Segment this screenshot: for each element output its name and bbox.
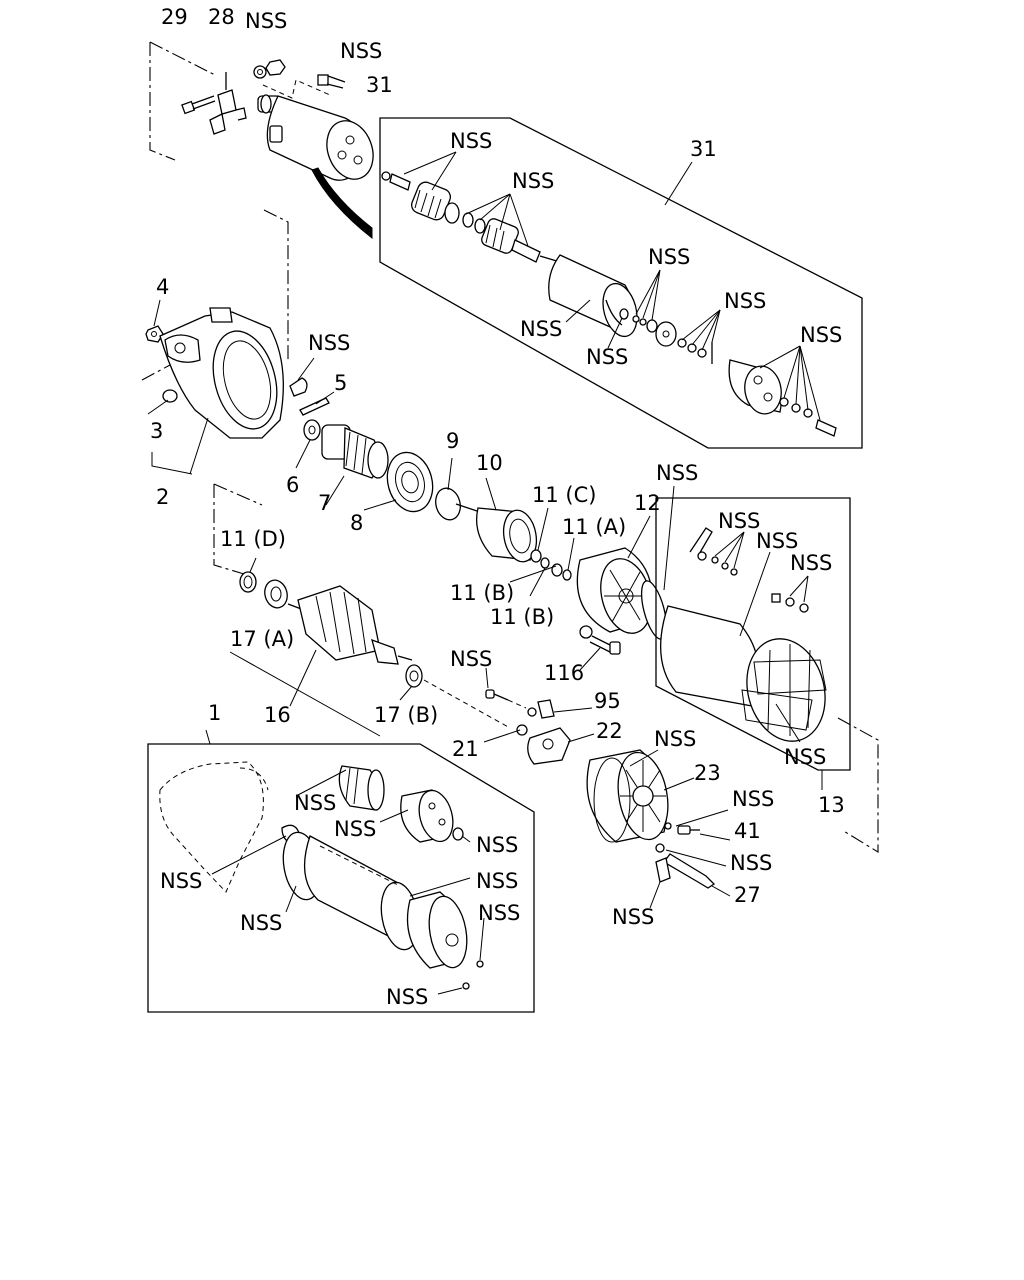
label-nss: NSS [160, 869, 202, 893]
assembly-panel-1 [147, 729, 535, 1013]
label-nss: NSS [386, 985, 428, 1009]
label-17b: 17 (B) [374, 703, 438, 727]
label-10: 10 [476, 451, 503, 475]
label-16: 16 [264, 703, 291, 727]
screws-41-27 [649, 809, 731, 909]
solenoid-31 [257, 94, 374, 181]
label-4: 4 [156, 275, 169, 299]
pinion-7 [321, 424, 389, 479]
label-95: 95 [594, 689, 621, 713]
label-23: 23 [694, 761, 721, 785]
label-nss: NSS [478, 901, 520, 925]
label-nss: NSS [245, 9, 287, 33]
label-nss: NSS [340, 39, 382, 63]
label-nss: NSS [724, 289, 766, 313]
bracket-28 [209, 72, 247, 135]
label-nss: NSS [784, 745, 826, 769]
end-cover-23 [586, 749, 695, 843]
label-12: 12 [634, 491, 661, 515]
label-11a: 11 (A) [562, 515, 626, 539]
label-nss: NSS [240, 911, 282, 935]
label-nss: NSS [730, 851, 772, 875]
coil-housing [548, 254, 638, 338]
label-11b: 11 (B) [490, 605, 554, 629]
return-spring [481, 218, 519, 254]
brush-end-small [400, 789, 454, 843]
label-11d: 11 (D) [220, 527, 286, 551]
label-nss: NSS [654, 727, 696, 751]
end-frame-12 [576, 485, 675, 671]
terminal-cover [728, 359, 782, 415]
label-7: 7 [318, 491, 331, 515]
bolt-116 [589, 635, 621, 655]
label-nss: NSS [308, 331, 350, 355]
label-28: 28 [208, 5, 235, 29]
label-5: 5 [334, 371, 347, 395]
label-31: 31 [690, 137, 717, 161]
label-nss: NSS [732, 787, 774, 811]
label-9: 9 [446, 429, 459, 453]
drive-section [141, 209, 575, 597]
label-nss: NSS [512, 169, 554, 193]
pinion-assembly-small [338, 765, 385, 811]
label-21: 21 [452, 737, 479, 761]
label-116: 116 [544, 661, 584, 685]
armature-16 [287, 585, 413, 665]
label-17a: 17 (A) [230, 627, 294, 651]
plate-8 [386, 451, 434, 513]
label-29: 29 [161, 5, 188, 29]
field-frame-small [282, 831, 420, 951]
brush-holder-group [483, 667, 595, 765]
label-nss: NSS [476, 833, 518, 857]
label-11b: 11 (B) [450, 581, 514, 605]
end-cover-small [406, 891, 468, 969]
label-nss: NSS [612, 905, 654, 929]
armature-group [213, 483, 511, 737]
label-nss: NSS [800, 323, 842, 347]
label-27: 27 [734, 883, 761, 907]
label-nss: NSS [450, 129, 492, 153]
label-nss: NSS [586, 345, 628, 369]
callout-labels: 29 28 NSS NSS 31 31 NSS NSS NSS NSS NSS … [150, 5, 845, 1009]
bolt-nss [317, 74, 346, 89]
label-3: 3 [150, 419, 163, 443]
label-11c: 11 (C) [532, 483, 596, 507]
label-nss: NSS [648, 245, 690, 269]
label-nss: NSS [718, 509, 760, 533]
field-frame-panel-13 [655, 497, 879, 853]
label-nss: NSS [756, 529, 798, 553]
label-nss: NSS [476, 869, 518, 893]
label-8: 8 [350, 511, 363, 535]
solenoid-assembly [149, 41, 374, 240]
bolt-29 [181, 95, 216, 115]
label-1: 1 [208, 701, 221, 725]
label-13: 13 [818, 793, 845, 817]
clutch-10 [475, 507, 538, 563]
label-nss: NSS [656, 461, 698, 485]
label-22: 22 [596, 719, 623, 743]
label-nss: NSS [790, 551, 832, 575]
label-41: 41 [734, 819, 761, 843]
callout-arrow [311, 167, 373, 240]
label-nss: NSS [520, 317, 562, 341]
label-nss: NSS [450, 647, 492, 671]
solenoid-detail-panel [379, 117, 863, 449]
label-31: 31 [366, 73, 393, 97]
label-6: 6 [286, 473, 299, 497]
label-2: 2 [156, 485, 169, 509]
label-nss: NSS [294, 791, 336, 815]
drive-housing-2 [159, 307, 284, 439]
label-nss: NSS [334, 817, 376, 841]
